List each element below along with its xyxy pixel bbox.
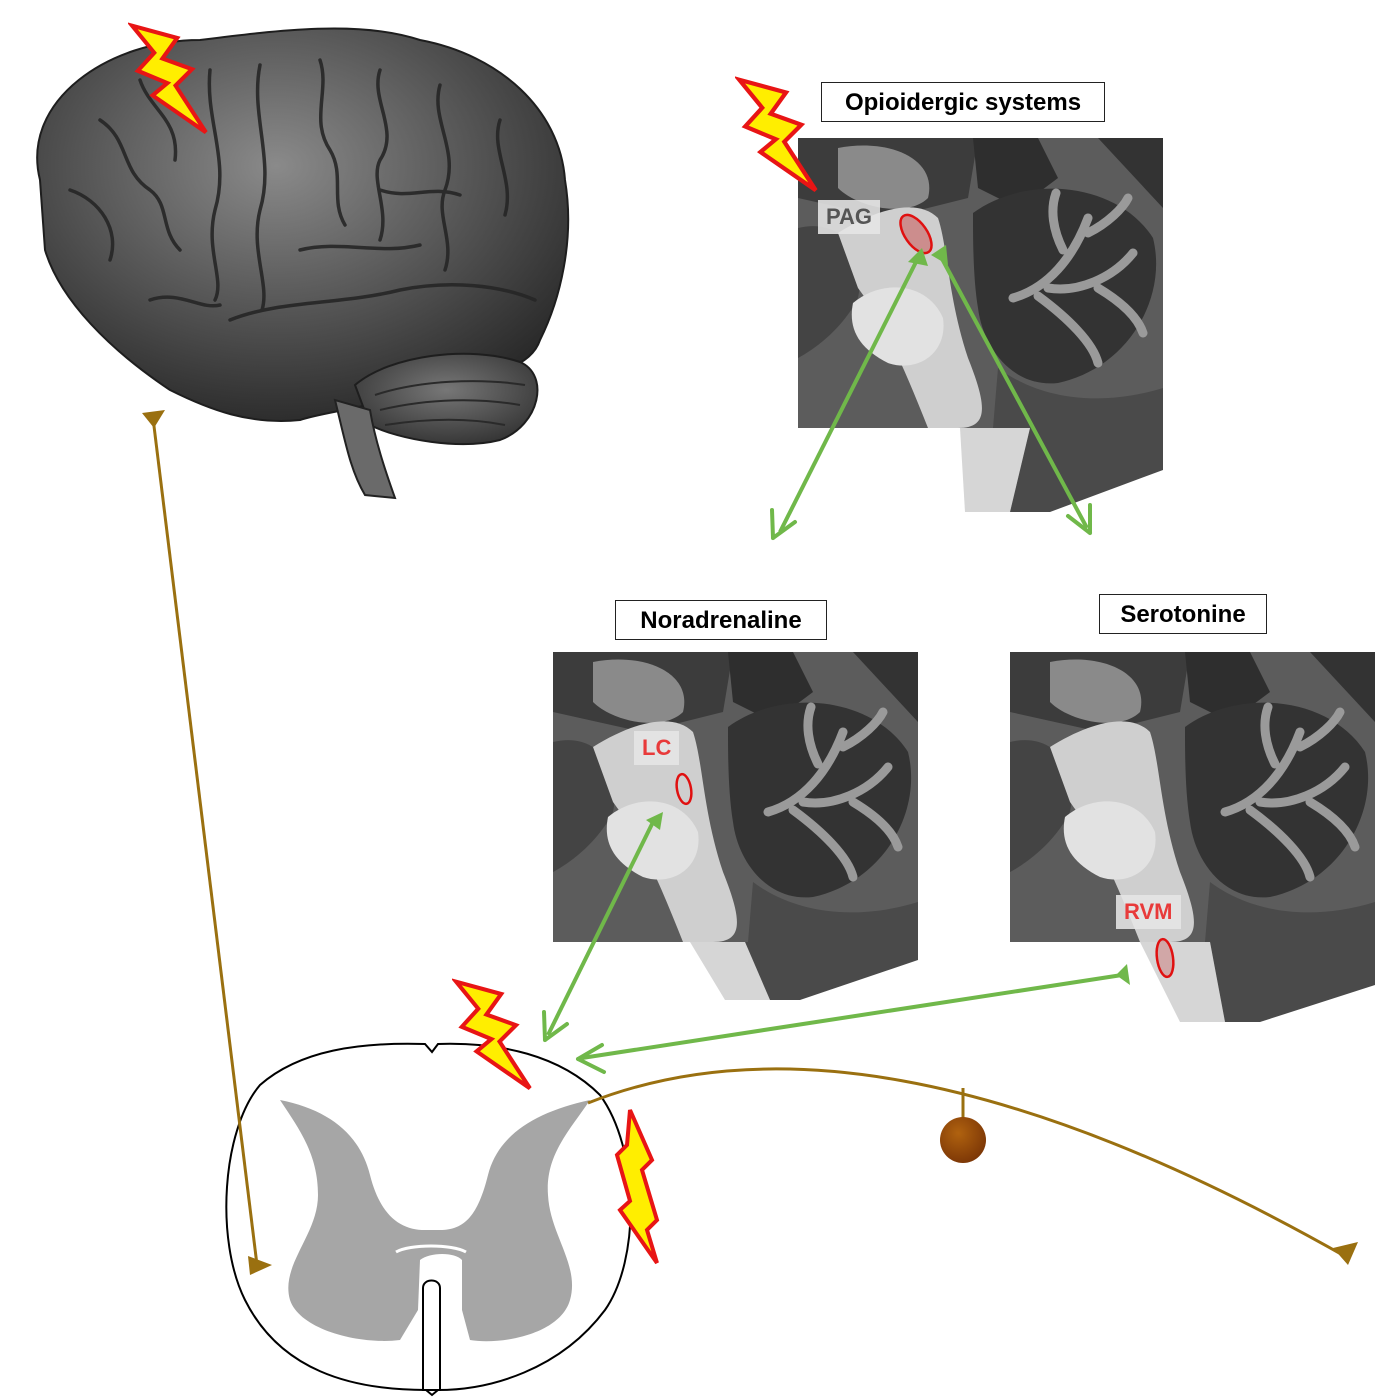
- peripheral-nerve-fiber: [588, 1069, 1358, 1265]
- lc-label: LC: [634, 731, 679, 765]
- dorsal-root-ganglion: [940, 1117, 986, 1163]
- pag-label: PAG: [818, 200, 880, 234]
- noradrenaline-title: Noradrenaline: [615, 600, 827, 640]
- brainstem-mri-slice-pag: [798, 138, 1163, 512]
- rvm-label: RVM: [1116, 895, 1181, 929]
- serotonine-title: Serotonine: [1099, 594, 1267, 634]
- brainstem-mri-slice-lc: [553, 652, 918, 1000]
- lightning-bolt-icon: [739, 80, 816, 191]
- opioidergic-systems-title: Opioidergic systems: [821, 82, 1105, 122]
- spinal-cord-cross-section: [226, 1044, 630, 1395]
- brainstem-mri-slice-rvm: [1010, 652, 1375, 1022]
- brain-illustration: [37, 28, 568, 498]
